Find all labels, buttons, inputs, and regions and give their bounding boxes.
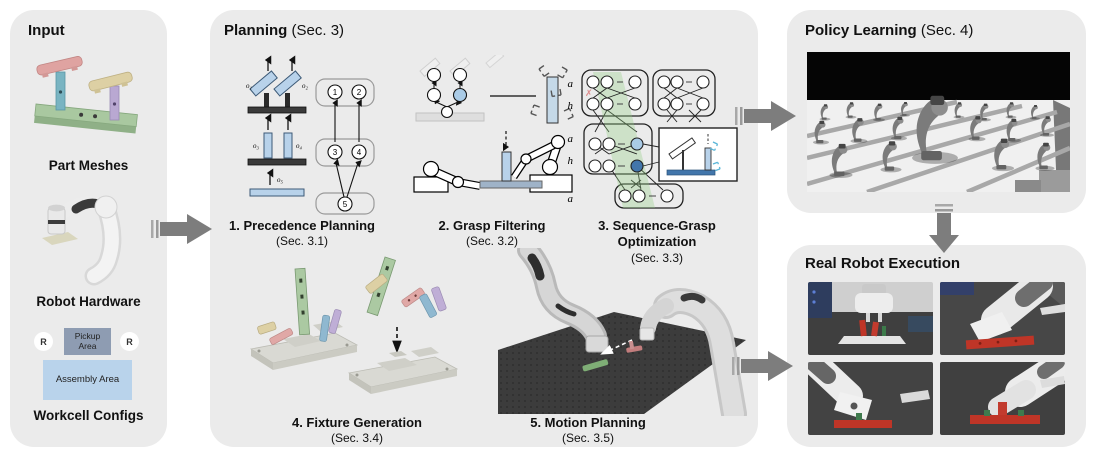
- sequence-grasp-figure: a h a h a: [568, 69, 738, 209]
- robot-hardware-figure: [42, 195, 122, 286]
- input-panel: Input Part Meshes: [10, 10, 167, 447]
- part-meshes-figure: [34, 56, 138, 134]
- policy-learning-title: Policy Learning (Sec. 4): [805, 22, 974, 39]
- precedence-planning-figure: o₁ o₂ o₃ o₄ o₅ 1: [246, 55, 375, 215]
- svg-text:✗: ✗: [585, 88, 593, 98]
- svg-text:a: a: [568, 193, 574, 205]
- motion-robot-left: [517, 248, 609, 353]
- workcell-robot-left: R: [34, 332, 53, 351]
- arrow-policy-to-real: [929, 204, 959, 253]
- grasp-inset: [658, 127, 738, 182]
- step-caption-grasp-filtering: 2. Grasp Filtering (Sec. 3.2): [438, 218, 546, 249]
- svg-text:a: a: [568, 78, 574, 90]
- svg-text:a: a: [568, 133, 574, 145]
- tan-wing: [88, 71, 133, 94]
- workcell-robot-right: R: [120, 332, 139, 351]
- input-panel-title: Input: [28, 22, 65, 39]
- real-robot-panel: Real Robot Execution: [787, 245, 1086, 447]
- svg-text:4: 4: [357, 148, 362, 157]
- real-robot-photo-4: [940, 362, 1065, 435]
- real-robot-title: Real Robot Execution: [805, 255, 961, 272]
- svg-text:3: 3: [333, 148, 338, 157]
- floating-parts: [365, 256, 447, 318]
- step-caption-precedence: 1. Precedence Planning (Sec. 3.1): [229, 218, 375, 249]
- motion-robot-right: [639, 288, 747, 416]
- part-meshes-caption: Part Meshes: [48, 158, 129, 173]
- svg-text:o₂: o₂: [302, 82, 309, 90]
- real-robot-photo-2: [940, 282, 1065, 355]
- workcell-caption: Workcell Configs: [33, 408, 144, 423]
- step-caption-fixture: 4. Fixture Generation (Sec. 3.4): [291, 415, 423, 446]
- arrow-planning-to-policy: [735, 101, 796, 131]
- fixture-with-parts: [249, 267, 359, 370]
- arrow-planning-to-real: [732, 351, 793, 381]
- robot-hardware-caption: Robot Hardware: [36, 294, 141, 309]
- planning-panel: Planning (Sec. 3) o₁ o₂ o₃ o₄: [210, 10, 758, 447]
- real-robot-photo-3: [808, 362, 933, 435]
- svg-text:h: h: [568, 100, 574, 112]
- pink-wing: [36, 56, 83, 78]
- svg-text:o₃: o₃: [253, 142, 260, 150]
- empty-fixture: [347, 347, 459, 394]
- grasp-filtering-figure: [413, 55, 574, 193]
- motion-planning-figure: [498, 248, 747, 416]
- svg-text:5: 5: [343, 200, 348, 209]
- step-caption-motion: 5. Motion Planning (Sec. 3.5): [530, 415, 646, 446]
- policy-learning-panel: Policy Learning (Sec. 4): [787, 10, 1086, 213]
- real-robot-photo-1: [808, 282, 933, 355]
- fixture-generation-figure: [249, 256, 459, 394]
- step-caption-seq-grasp: 3. Sequence-Grasp Optimization (Sec. 3.3…: [598, 218, 716, 265]
- svg-text:1: 1: [333, 88, 338, 97]
- svg-text:o₄: o₄: [296, 142, 303, 150]
- svg-text:o₁: o₁: [246, 82, 252, 90]
- assembly-area-box: Assembly Area: [43, 360, 132, 400]
- svg-text:h: h: [568, 155, 574, 167]
- arrow-input-to-planning: [151, 214, 212, 244]
- simulation-screenshot: [807, 52, 1070, 192]
- svg-text:o₅: o₅: [277, 176, 284, 184]
- svg-text:2: 2: [357, 88, 362, 97]
- planning-panel-title: Planning (Sec. 3): [224, 22, 345, 39]
